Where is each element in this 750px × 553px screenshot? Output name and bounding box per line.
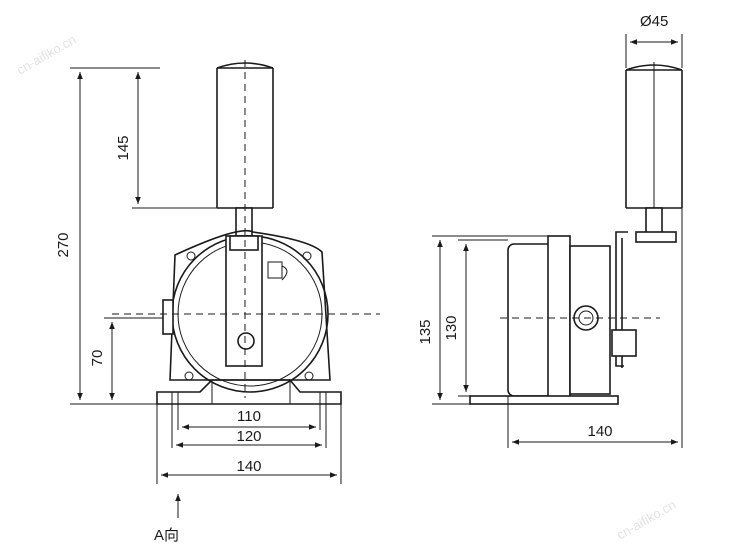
dim-135-label: 135: [417, 319, 434, 344]
dim-130-label: 130: [443, 315, 460, 340]
screw-tl: [186, 251, 196, 261]
dim-120-label: 120: [236, 428, 261, 445]
lever-bar: [225, 235, 263, 367]
lever-clamp: [229, 235, 259, 251]
screw-bl: [184, 371, 194, 381]
side-bracket-clamp: [611, 329, 637, 357]
left-boss: [162, 299, 174, 335]
dim-110-label: 110: [237, 408, 261, 425]
dim-widths: 110 120 140: [156, 392, 342, 484]
screw-br: [304, 371, 314, 381]
dim-130: 130: [443, 239, 508, 397]
dim-diameter: Ø45: [625, 13, 683, 68]
dim-140-side: 140: [507, 208, 683, 448]
weight-cylinder: [216, 62, 274, 209]
watermark-top-left: cn-aifiko.cn: [14, 32, 78, 78]
dim-70-label: 70: [89, 350, 106, 367]
view-label: A向: [154, 527, 179, 544]
dim-70: 70: [89, 317, 163, 400]
dim-diameter-label: Ø45: [640, 13, 668, 30]
screw-tr: [302, 251, 312, 261]
side-cover: [569, 245, 611, 395]
side-flange: [547, 235, 571, 403]
pivot-bolt: [237, 332, 255, 350]
watermark-bottom-right: cn-aifiko.cn: [614, 497, 678, 543]
dim-270: 270: [55, 67, 160, 405]
dim-140-front-label: 140: [236, 458, 261, 475]
side-bracket: [615, 231, 628, 367]
side-nut: [635, 231, 677, 243]
dim-140-side-label: 140: [587, 423, 612, 440]
side-view: Ø45 135 130 140: [417, 13, 683, 448]
dim-145-label: 145: [115, 135, 132, 160]
side-base: [469, 395, 619, 405]
dim-145: 145: [115, 72, 217, 209]
dim-270-label: 270: [55, 232, 72, 257]
dim-135: 135: [417, 235, 548, 405]
side-weight-cylinder: [625, 62, 683, 209]
view-arrow-a: A向: [154, 494, 181, 544]
front-view: 270 145 70 110 120 140: [55, 60, 380, 544]
switch-knob: [267, 261, 283, 279]
housing-outline: [169, 229, 331, 381]
side-rod: [645, 207, 663, 235]
